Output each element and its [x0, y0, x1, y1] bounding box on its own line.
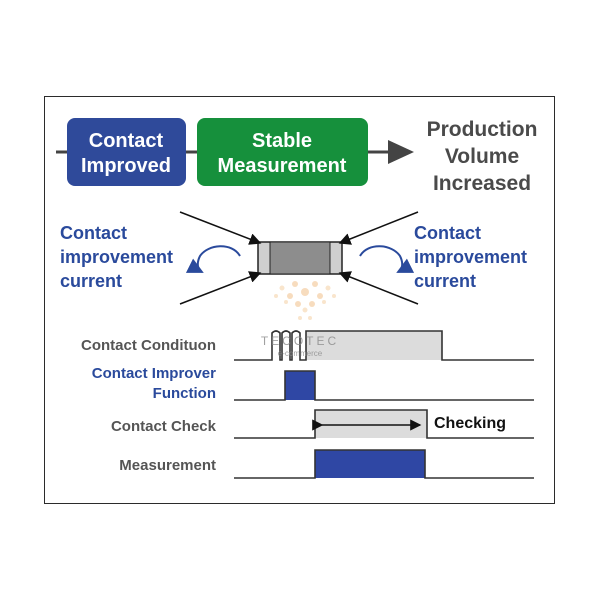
contact-improved-box	[67, 118, 186, 186]
contact-condition-stable-fill	[306, 331, 442, 360]
timing-label-contact-condition: Contact Condituon	[81, 337, 216, 354]
step2-line1: Stable	[252, 130, 312, 152]
result-line1: Production	[427, 118, 538, 141]
current-left-line3: current	[60, 271, 122, 291]
result-line2: Volume	[445, 145, 519, 168]
contact-condition-waveform	[234, 330, 534, 361]
step1-line1: Contact	[89, 130, 164, 152]
current-arrow-left	[185, 245, 241, 273]
step2-line2: Measurement	[218, 155, 347, 177]
current-left-line2: improvement	[60, 247, 173, 267]
contact-check-fill	[315, 410, 427, 438]
improver-waveform	[234, 370, 534, 401]
component-body	[269, 241, 331, 275]
current-right-line3: current	[414, 271, 476, 291]
measurement-pulse	[315, 450, 425, 478]
probe-top-left	[179, 211, 262, 245]
current-left-line1: Contact	[60, 223, 127, 243]
tecotec-watermark	[274, 281, 336, 320]
measurement-waveform	[234, 449, 534, 479]
watermark-sub: e-commerce	[278, 349, 323, 358]
watermark-brand: TECOTEC	[261, 334, 339, 348]
timing-label-improver-line2: Function	[153, 385, 216, 402]
diagram-frame	[44, 96, 555, 504]
step1-line2: Improved	[81, 155, 171, 177]
probe-top-right	[338, 211, 419, 245]
checking-label: Checking	[434, 415, 506, 432]
stable-measurement-box	[197, 118, 368, 186]
current-right-line1: Contact	[414, 223, 481, 243]
probe-bottom-right	[338, 271, 419, 305]
contact-check-waveform	[234, 409, 534, 439]
improver-pulse	[285, 371, 315, 400]
timing-label-measurement: Measurement	[119, 457, 216, 474]
current-right-line2: improvement	[414, 247, 527, 267]
timing-label-improver-line1: Contact Improver	[92, 365, 216, 382]
timing-label-contact-check: Contact Check	[111, 418, 217, 435]
flow-arrowhead	[388, 140, 414, 164]
result-line3: Increased	[433, 172, 531, 195]
probe-bottom-left	[179, 271, 262, 305]
current-arrow-right	[359, 245, 415, 273]
